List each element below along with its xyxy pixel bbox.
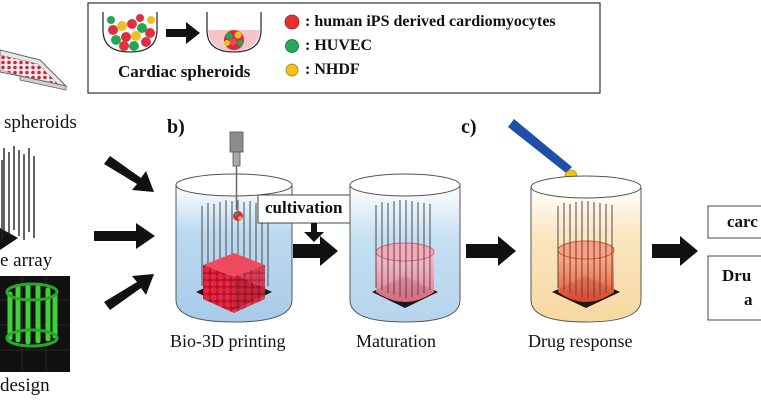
cardiomyocyte-legend-label: : human iPS derived cardiomyocytes [305, 13, 556, 30]
print-nozzle [229, 131, 244, 221]
result-box-2-line2: a [744, 290, 753, 309]
bio3d-printing-label: Bio-3D printing [170, 331, 286, 351]
cultivation-arrow [293, 236, 338, 266]
legend-arrow [166, 22, 200, 44]
result-box-2-line1: Dru [722, 266, 752, 285]
left-array-label: e array [0, 250, 53, 271]
printing-container [175, 131, 293, 323]
needle-array [0, 146, 35, 250]
maturation-tissue [375, 242, 435, 302]
nhdf-legend-label: : NHDF [305, 61, 360, 78]
printed-cube [203, 253, 265, 313]
legend-box [87, 2, 601, 94]
drug-needles [557, 201, 613, 298]
cardiomyocyte-legend-dot [284, 14, 300, 30]
green-design-model [0, 276, 70, 372]
drug-pipette [508, 119, 578, 183]
cultivation-down-arrow [304, 223, 324, 242]
input-arrows [94, 156, 155, 310]
arrow-to-drug [466, 236, 516, 266]
maturation-label: Maturation [356, 331, 436, 351]
huvec-legend-label: : HUVEC [305, 37, 373, 54]
well-plate [0, 49, 68, 91]
cultivation-label: cultivation [265, 198, 343, 217]
spheroid [224, 30, 244, 50]
drug-response-label: Drug response [528, 331, 633, 351]
spheroid-well [206, 12, 262, 53]
nhdf-legend-dot [285, 63, 299, 77]
maturation-container [349, 173, 461, 323]
arrow-to-results [652, 236, 698, 266]
panel-c-label: c) [461, 116, 477, 138]
maturation-needles [375, 200, 431, 298]
mixed-cell-spheres [107, 14, 155, 51]
result-boxes [707, 205, 761, 321]
left-spheroids-label: spheroids [4, 112, 77, 133]
spheroid-caption: Cardiac spheroids [118, 62, 251, 81]
result-box-1-text: carc [727, 212, 758, 231]
huvec-legend-dot [285, 39, 299, 53]
mixed-cells-well [102, 12, 158, 53]
panel-b-label: b) [167, 116, 185, 138]
left-design-label: design [0, 375, 50, 396]
drug-container [530, 175, 642, 323]
